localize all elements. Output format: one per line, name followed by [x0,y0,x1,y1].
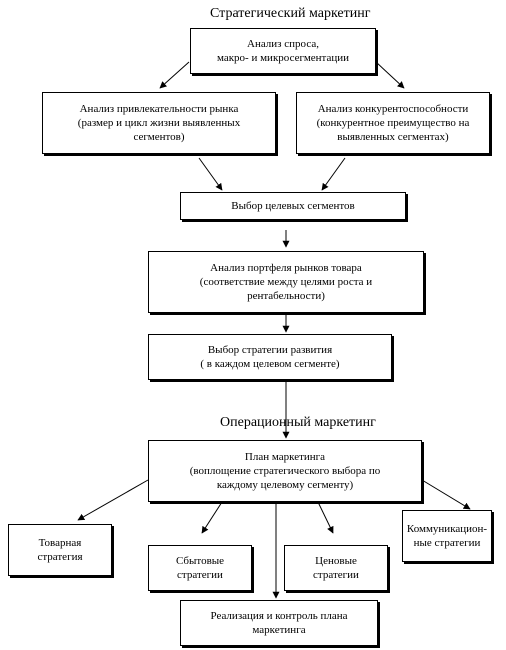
market-attractiveness-text: Анализ привлекательности рынка (размер и… [77,103,241,143]
arrow-competitiveness-to-target [321,157,346,191]
price-strategies-text: Ценовые стратегии [313,555,359,581]
demand-analysis-box: Анализ спроса, макро- и микросегментации [190,28,376,74]
operational-marketing-heading: Операционный маркетинг [220,415,376,430]
sales-strategies-box: Сбытовые стратегии [148,545,252,591]
price-strategies-box: Ценовые стратегии [284,545,388,591]
marketing-plan-text: План маркетинга (воплощение стратегическ… [189,451,381,491]
product-strategy-box: Товарная стратегия [8,524,112,576]
marketing-plan-box: План маркетинга (воплощение стратегическ… [148,440,422,502]
sales-strategies-text: Сбытовые стратегии [175,555,225,581]
arrow-plan-to-sales [201,501,223,534]
portfolio-analysis-text: Анализ портфеля рынков товара (соответст… [199,262,373,302]
development-strategy-text: Выбор стратегии развития ( в каждом целе… [200,344,340,370]
arrow-plan-to-product [77,479,149,521]
development-strategy-box: Выбор стратегии развития ( в каждом целе… [148,334,392,380]
communication-strategies-box: Коммуникацион- ные стратегии [402,510,492,562]
arrow-attractiveness-to-target [198,157,223,191]
competitiveness-box: Анализ конкурентоспособности (конкурентн… [296,92,490,154]
market-attractiveness-box: Анализ привлекательности рынка (размер и… [42,92,276,154]
target-segments-box: Выбор целевых сегментов [180,192,406,220]
implementation-control-box: Реализация и контроль плана маркетинга [180,600,378,646]
arrow-plan-to-price [317,501,334,534]
product-strategy-text: Товарная стратегия [37,537,83,563]
arrow-plan-to-communication [421,479,471,510]
implementation-control-text: Реализация и контроль плана маркетинга [210,610,348,636]
strategic-marketing-heading: Стратегический маркетинг [210,6,371,21]
portfolio-analysis-box: Анализ портфеля рынков товара (соответст… [148,251,424,313]
competitiveness-text: Анализ конкурентоспособности (конкурентн… [316,103,470,143]
target-segments-text: Выбор целевых сегментов [231,200,355,212]
communication-strategies-text: Коммуникацион- ные стратегии [406,523,488,549]
arrow-demand-to-competitiveness [375,61,405,89]
demand-analysis-text: Анализ спроса, макро- и микросегментации [216,38,350,64]
arrow-demand-to-attractiveness [159,61,190,89]
